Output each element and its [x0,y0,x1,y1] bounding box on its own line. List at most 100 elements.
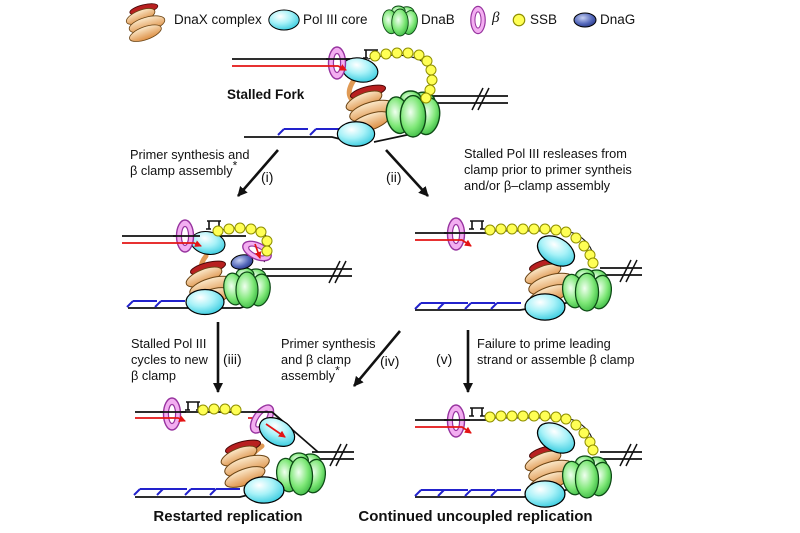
ssb-bead [380,48,392,60]
ssb-bead [245,223,257,235]
step-iv-label: (iv) [380,353,400,369]
ssb-bead [426,74,438,86]
beta-clamp-shape [162,397,182,431]
pol3-core-shape [524,480,566,508]
strand-break-slash [471,87,490,111]
step-i-note: Primer synthesis and β clamp assembly* [130,147,250,179]
legend-label-ssb: SSB [530,12,558,27]
okazaki-fragment [437,489,469,497]
new-nascent-strand [265,423,286,438]
nascent-leading-strand [415,239,472,247]
intermediate-left-diagram [122,219,352,316]
legend-label-pol3: Pol III core [303,12,368,27]
ssb-bead [506,223,518,235]
ssb-bead [578,240,590,252]
ssb-bead [560,226,572,238]
outcome-left-caption: Restarted replication [153,508,303,525]
stalled-fork-diagram [232,46,508,147]
pol3-core-shape [336,121,376,147]
ssb-bead [420,92,432,104]
parental-duplex [600,267,642,276]
step-ii-label: (ii) [386,169,402,185]
ssb-bead [369,50,381,62]
parental-duplex [262,268,352,277]
nascent-leading-strand [232,64,347,71]
asterisk: * [232,158,238,173]
intermediate-right-diagram [414,217,642,321]
step-v-note: Failure to prime leading strand or assem… [477,336,635,368]
step-iv-note: Primer synthesis and β clamp assembly* [281,336,376,384]
ssb-bead [197,404,209,416]
strand-break-slash [619,443,638,467]
stalled-fork-label: Stalled Fork [227,87,305,102]
outcome-right-caption: Continued uncoupled replication [358,508,593,525]
ssb-bead [528,223,540,235]
okazaki-fragment [277,128,309,136]
beta-clamp-shape [446,217,466,251]
legend-label-beta: β [492,10,500,26]
ssb-bead [506,410,518,422]
ssb-bead [219,403,231,415]
ssb-bead [578,427,590,439]
ssb-bead [234,222,246,234]
ssb-bead [550,224,562,236]
arrow-step-iv [353,330,401,387]
ssb-bead [539,410,551,422]
beta-clamp-shape [327,46,347,80]
parental-duplex [428,95,508,104]
ssb-bead [208,403,220,415]
ssb-bead [560,413,572,425]
okazaki-fragment [437,302,469,310]
okazaki-fragment [126,300,158,308]
ssb-bead [484,411,496,423]
ssb-bead [495,410,507,422]
step-iii-note: Stalled Pol III cycles to new β clamp [131,336,208,384]
step-iii-label: (iii) [223,351,242,367]
ssb-bead [402,47,414,59]
pol3-core-icon [268,9,300,31]
strand-break-slash [619,259,638,283]
legend-label-dnab: DnaB [421,12,455,27]
beta-clamp-shape [446,404,466,438]
parental-duplex [600,451,642,460]
dnab-helicase-shape [559,455,615,499]
strand-break-slash [329,443,348,467]
ssb-bead [517,410,529,422]
ssb-bead [223,223,235,235]
lesion-icon [468,407,486,417]
ssb-icon [512,13,526,27]
ssb-bead [261,235,273,247]
nascent-leading-strand [415,426,472,434]
ssb-bead [495,223,507,235]
okazaki-fragment [209,488,241,496]
new-primer [254,243,262,259]
ssb-bead [212,225,224,237]
uncoupled-replication-diagram [414,404,642,508]
dnab-helicase-shape [220,267,274,309]
legend-label-dnag: DnaG [600,12,636,27]
step-v-label: (v) [436,351,453,367]
arrow-step-ii [385,149,429,197]
okazaki-fragment [156,488,188,496]
ssb-bead [539,223,551,235]
beta-clamp-icon [470,5,486,35]
pol3-core-shape [524,293,566,321]
step-ii-note: Stalled Pol III resleases from clamp pri… [464,146,632,194]
ssb-bead [391,47,403,59]
restarted-replication-diagram [133,397,354,504]
ssb-bead [255,226,267,238]
ssb-bead [230,404,242,416]
ssb-bead [587,444,599,456]
nascent-leading-strand [122,240,202,247]
strand-break-slash [328,260,347,284]
dnab-helicase-shape [382,90,444,138]
ssb-bead [587,257,599,269]
ssb-chain [197,403,242,416]
arrow-step-i [237,149,279,197]
step-i-label: (i) [261,169,274,185]
okazaki-fragment [154,300,186,308]
ssb-bead [261,245,273,257]
ssb-bead [421,55,433,67]
dnab-icon [380,5,420,37]
ssb-bead [550,411,562,423]
